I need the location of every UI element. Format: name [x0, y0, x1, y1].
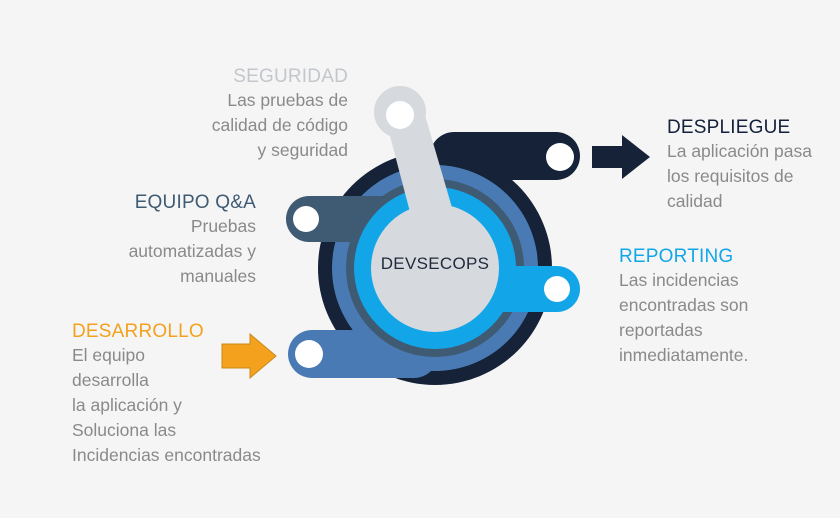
seguridad-description: Las pruebas de calidad de código y segur… [211, 90, 348, 160]
seguridad-block: SEGURIDAD Las pruebas de calidad de códi… [212, 66, 348, 163]
despliegue-description: La aplicación pasa los requisitos de cal… [667, 141, 812, 211]
desarrollo-description: El equipo desarrolla la aplicación y Sol… [72, 345, 261, 465]
despliegue-title: DESPLIEGUE [667, 117, 791, 138]
equipo-qa-block: EQUIPO Q&A Pruebas automatizadas y manua… [129, 192, 256, 289]
arrow-right-icon-orange [221, 332, 277, 380]
despliegue-block: DESPLIEGUE La aplicación pasa los requis… [667, 117, 812, 214]
desarrollo-title: DESARROLLO [72, 321, 204, 342]
reporting-title: REPORTING [619, 246, 734, 267]
desarrollo-block: DESARROLLO El equipo desarrolla la aplic… [72, 321, 261, 468]
equipo-qa-title: EQUIPO Q&A [134, 192, 256, 213]
desarrollo-dot [295, 340, 323, 368]
seguridad-dot [386, 101, 414, 129]
reporting-description: Las incidencias encontradas son reportad… [619, 270, 749, 365]
arrow-right-icon-navy [592, 135, 650, 179]
equipo-qa-dot [293, 206, 319, 232]
seguridad-title: SEGURIDAD [233, 66, 348, 87]
reporting-block: REPORTING Las incidencias encontradas so… [619, 246, 748, 368]
reporting-dot [544, 276, 570, 302]
center-disc [371, 204, 499, 332]
equipo-qa-description: Pruebas automatizadas y manuales [128, 216, 256, 286]
despliegue-dot [546, 143, 574, 171]
center-label: DEVSECOPS [380, 254, 490, 273]
